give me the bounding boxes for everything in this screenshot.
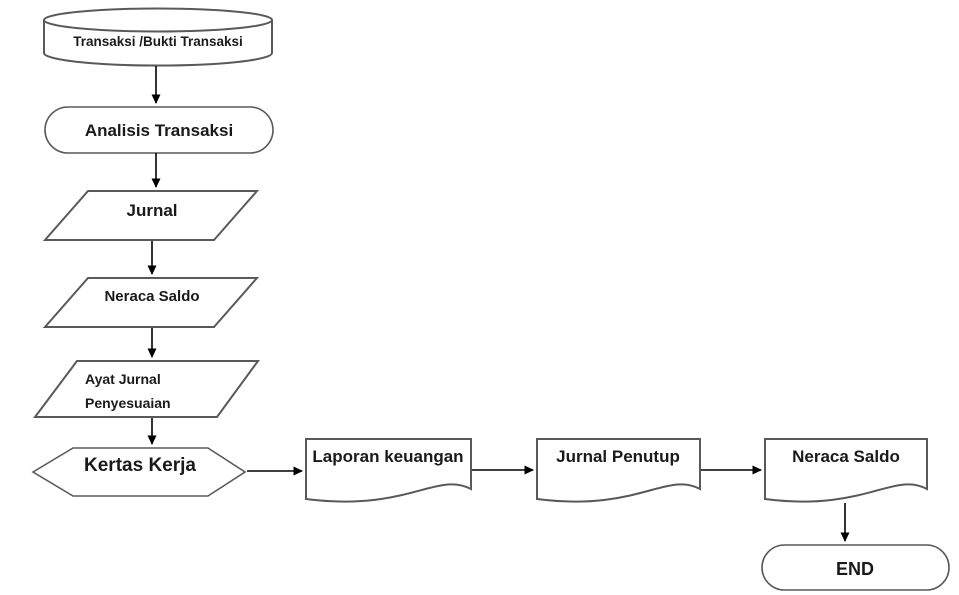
- node-transaksi: Transaksi /Bukti Transaksi: [43, 7, 273, 67]
- node-neraca-saldo-1: Neraca Saldo: [42, 277, 260, 328]
- node-analisis-transaksi-label: Analisis Transaksi: [85, 121, 233, 140]
- node-neraca-saldo-1-label: Neraca Saldo: [104, 288, 199, 305]
- node-kertas-kerja-label: Kertas Kerja: [84, 455, 196, 476]
- node-ayat-jurnal-penyesuaian: Ayat Jurnal Penyesuaian: [33, 360, 260, 418]
- node-jurnal-penutup: Jurnal Penutup: [536, 438, 701, 503]
- node-transaksi-label: Transaksi /Bukti Transaksi: [73, 34, 243, 49]
- node-neraca-saldo-2-label: Neraca Saldo: [792, 447, 900, 466]
- node-jurnal-label: Jurnal: [126, 201, 177, 220]
- node-jurnal-penutup-label: Jurnal Penutup: [556, 447, 680, 466]
- node-end: END: [761, 544, 950, 591]
- node-ayat-jurnal-penyesuaian-label-line2: Penyesuaian: [85, 395, 171, 411]
- node-end-label: END: [836, 559, 874, 579]
- node-laporan-keuangan: Laporan keuangan: [305, 438, 472, 503]
- node-laporan-keuangan-label: Laporan keuangan: [312, 447, 463, 466]
- node-ayat-jurnal-penyesuaian-label-line1: Ayat Jurnal: [85, 371, 161, 387]
- node-analisis-transaksi: Analisis Transaksi: [44, 106, 274, 154]
- node-jurnal: Jurnal: [42, 190, 260, 241]
- node-kertas-kerja: Kertas Kerja: [31, 447, 247, 497]
- node-neraca-saldo-2: Neraca Saldo: [764, 438, 928, 503]
